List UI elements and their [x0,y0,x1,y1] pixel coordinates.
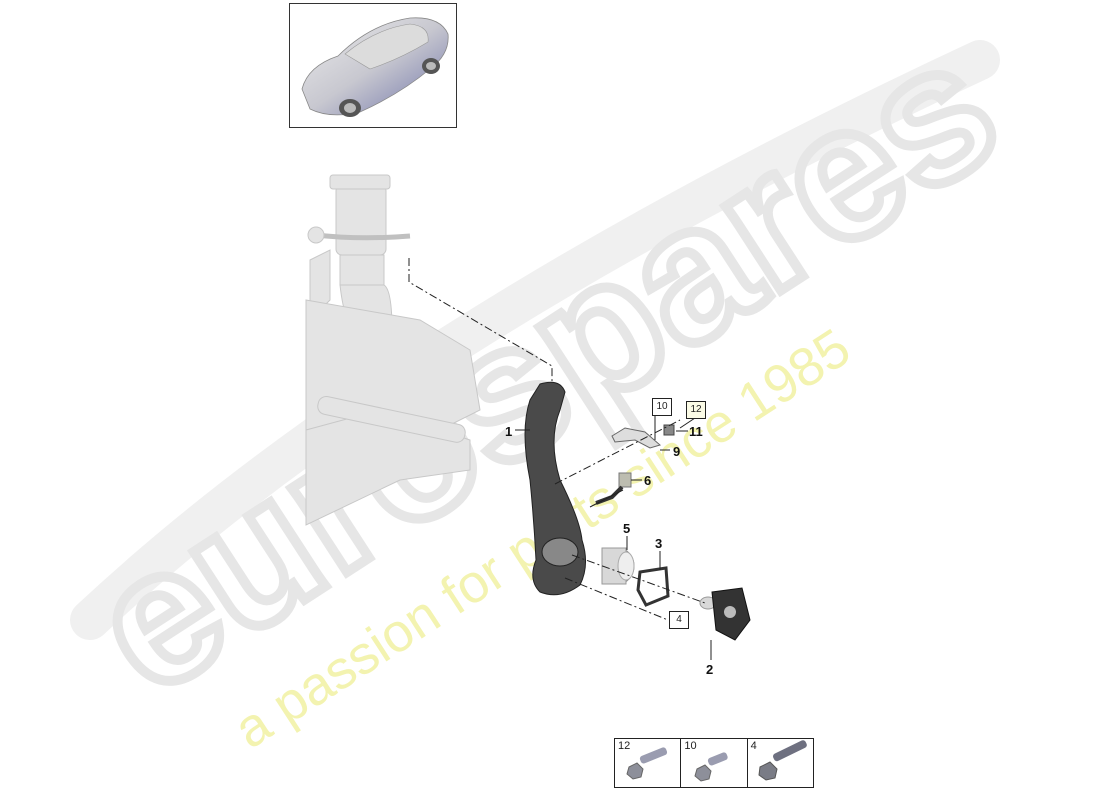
legend-cell-10[interactable]: 10 [681,739,748,787]
callout-2[interactable]: 2 [706,662,714,677]
callout-3[interactable]: 3 [655,536,663,551]
legend-cell-4[interactable]: 4 [748,739,813,787]
wheel-bearing [601,547,635,585]
fastener-legend: 12 10 4 [614,738,814,788]
callout-1[interactable]: 1 [505,424,513,439]
legend-label: 4 [750,740,757,752]
legend-cell-12[interactable]: 12 [615,739,682,787]
legend-label: 12 [618,740,631,752]
wheel-speed-sensor [595,472,632,505]
bracket [611,427,662,449]
callout-9[interactable]: 9 [673,444,681,459]
legend-label: 10 [684,740,697,752]
nut [663,424,675,436]
callout-5[interactable]: 5 [623,521,631,536]
dust-shield [636,566,670,607]
ref-box-10[interactable]: 10 [652,398,672,416]
callout-6[interactable]: 6 [644,473,652,488]
bolt-icon [694,752,728,782]
wheel-hub [699,587,751,641]
ref-box-4[interactable]: 4 [669,611,689,629]
steering-knuckle [524,381,586,596]
bolt-icon [626,747,668,780]
vehicle-thumbnail [289,3,457,128]
ref-box-12[interactable]: 12 [686,401,706,419]
car-icon [301,17,449,117]
callout-11[interactable]: 11 [689,424,703,439]
bolt-icon [758,740,807,781]
strut-subframe-background [305,174,481,526]
